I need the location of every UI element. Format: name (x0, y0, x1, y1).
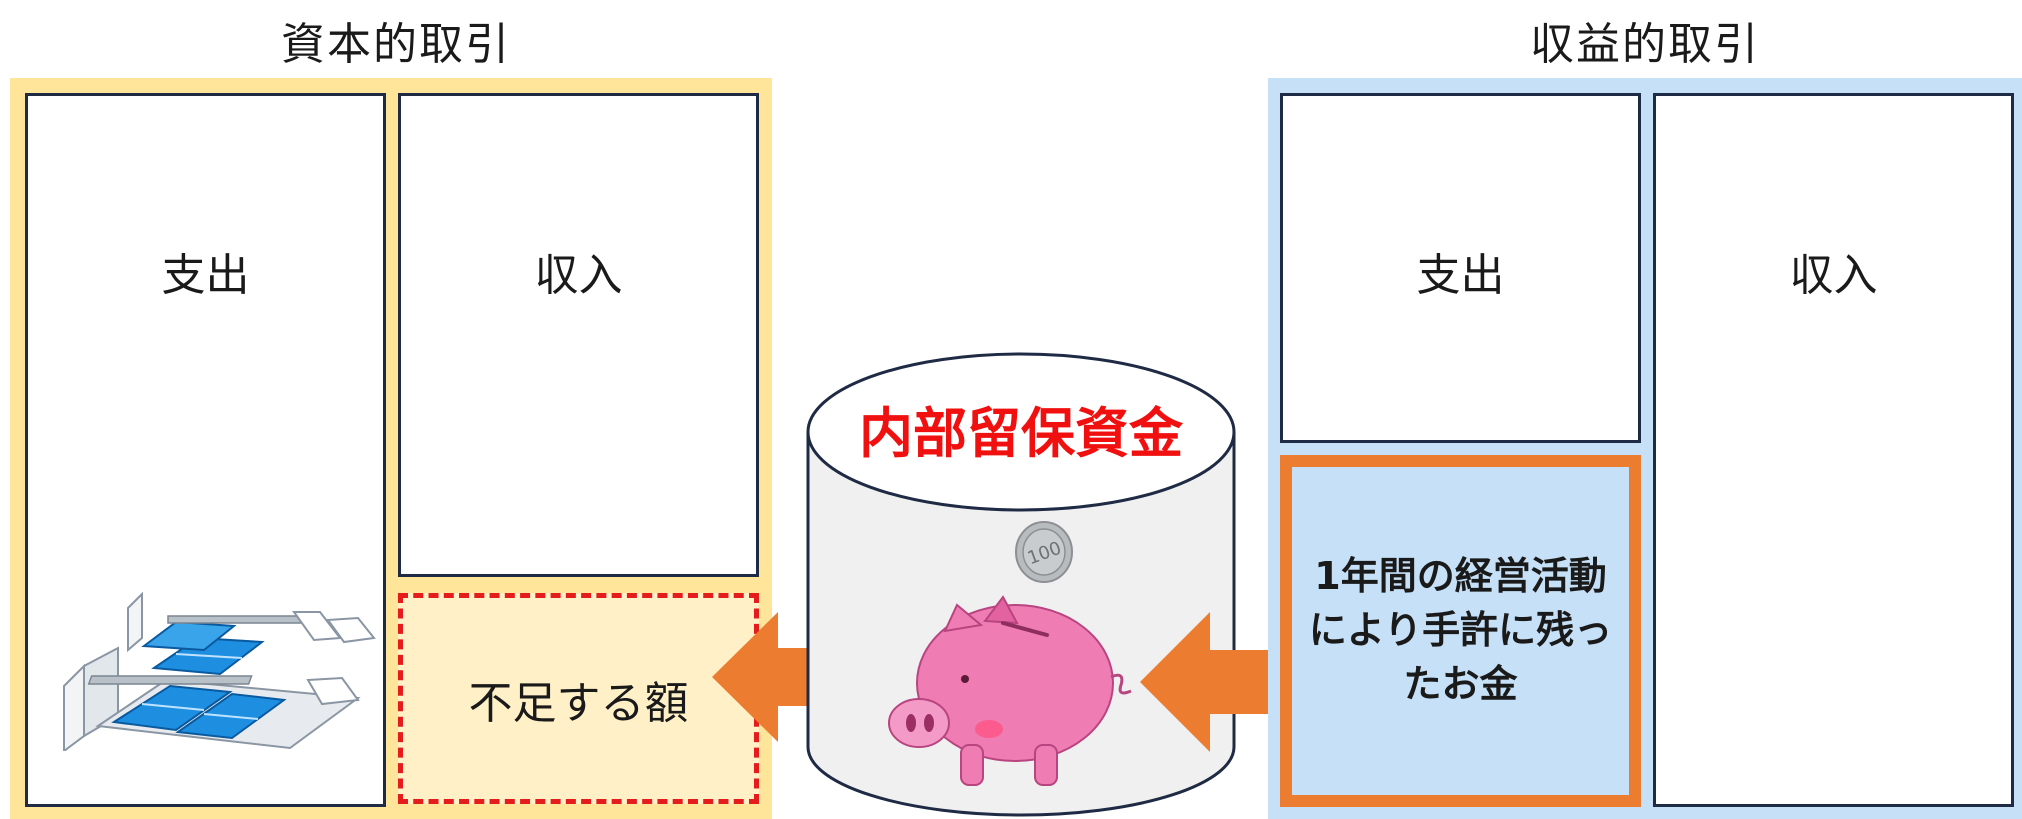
shortfall-box: 不足する額 (398, 593, 759, 804)
revenue-income-label: 収入 (1789, 250, 1878, 301)
shortfall-label: 不足する額 (468, 677, 689, 729)
capital-heading: 資本的取引 (281, 19, 511, 70)
capital-income-box: 収入 (398, 93, 759, 577)
piggy-bank-icon (888, 595, 1132, 786)
retained-cash-box: 1年間の経営活動により手許に残ったお金 (1280, 455, 1641, 807)
capital-expense-label: 支出 (161, 250, 250, 301)
coin-icon: 100 (1015, 521, 1073, 583)
capital-income-label: 収入 (534, 250, 623, 301)
revenue-expense-label: 支出 (1416, 250, 1505, 301)
arrow-left-icon (1140, 612, 1280, 752)
water-treatment-plant-icon (63, 591, 376, 751)
reserve-title: 内部留保資金 (859, 402, 1184, 465)
capital-expense-box: 支出 (25, 93, 386, 807)
arrow-left-icon (712, 612, 847, 742)
revenue-heading: 収益的取引 (1530, 19, 1760, 70)
revenue-expense-box: 支出 (1280, 93, 1641, 443)
revenue-income-box: 収入 (1653, 93, 2014, 807)
retained-cash-label: 1年間の経営活動により手許に残ったお金 (1308, 554, 1613, 706)
